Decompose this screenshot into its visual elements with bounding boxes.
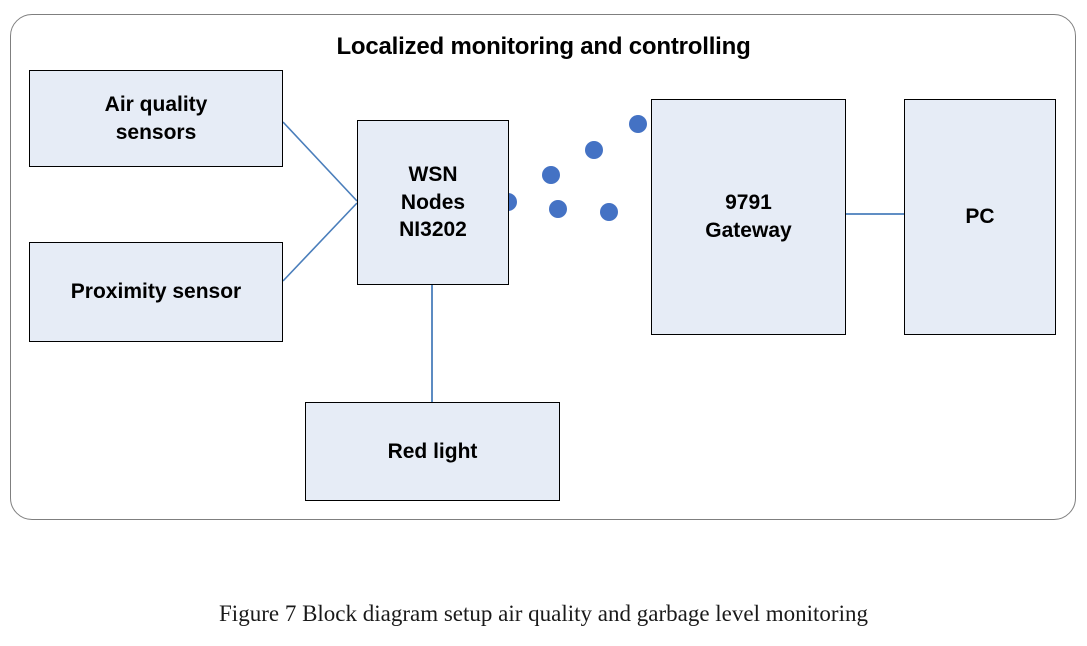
block-label-line1: WSN [408,162,458,186]
block-label-line2: sensors [115,120,197,144]
block-label-line1: 9791 [725,191,772,215]
figure-caption: Figure 7 Block diagram setup air quality… [219,601,868,626]
block-label-line3: NI3202 [399,218,467,242]
diagram-title: Localized monitoring and controlling [336,33,751,60]
wireless-signal-dot-5 [600,203,618,221]
block-label-line1: Air quality [104,92,208,116]
block-wsn-nodes[interactable]: WSN Nodes NI3202 [357,120,509,285]
block-air-quality-sensors-label: Air quality sensors [105,91,208,146]
block-pc[interactable]: PC [904,99,1056,335]
wireless-signal-dot-6 [629,115,647,133]
block-air-quality-sensors[interactable]: Air quality sensors [29,70,283,167]
block-proximity-sensor[interactable]: Proximity sensor [29,242,283,342]
wireless-signal-dot-2 [542,166,560,184]
wireless-signal-dot-3 [549,200,567,218]
block-proximity-sensor-label: Proximity sensor [70,280,242,304]
wireless-signal-dot-4 [585,141,603,159]
block-wsn-nodes-label: WSN Nodes NI3202 [399,161,467,244]
block-red-light-label: Red light [387,439,478,463]
block-pc-label: PC [965,205,995,229]
block-9791-gateway-label: 9791 Gateway [705,189,791,244]
block-red-light[interactable]: Red light [305,402,560,501]
block-label-line2: Nodes [400,190,466,214]
block-label-line2: Gateway [705,219,792,242]
localized-system-boundary [10,14,1076,520]
block-9791-gateway[interactable]: 9791 Gateway [651,99,846,335]
